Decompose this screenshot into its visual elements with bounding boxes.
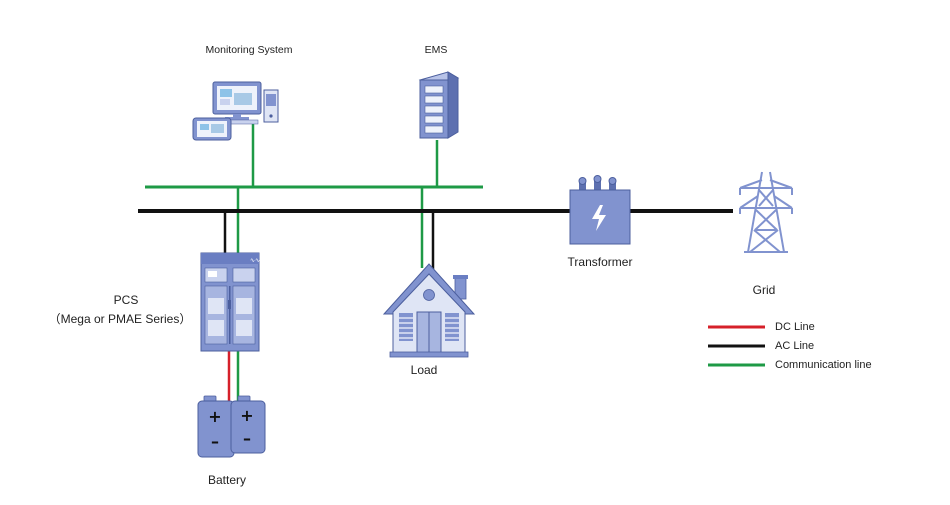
legend-dc-label: DC Line bbox=[775, 321, 815, 333]
grid-tower-icon bbox=[739, 171, 793, 253]
pcs-series-label: （Mega or PMAE Series） bbox=[49, 312, 192, 326]
grid-label: Grid bbox=[753, 283, 776, 297]
monitoring-system-icon bbox=[192, 81, 279, 141]
load-label: Load bbox=[411, 363, 438, 377]
monitoring-system-label: Monitoring System bbox=[206, 44, 293, 56]
ems-server-icon bbox=[418, 71, 460, 139]
pcs-cabinet-icon: ∿∿ bbox=[200, 252, 260, 352]
svg-text:+: + bbox=[208, 407, 221, 426]
legend-comm-label: Communication line bbox=[775, 359, 872, 371]
svg-text:–: – bbox=[211, 432, 219, 451]
transformer-icon bbox=[569, 175, 631, 245]
svg-text:∿∿: ∿∿ bbox=[250, 257, 260, 264]
battery-icon: + – + – bbox=[197, 395, 266, 458]
svg-text:–: – bbox=[243, 429, 251, 448]
battery-label: Battery bbox=[208, 473, 246, 487]
legend-ac-label: AC Line bbox=[775, 340, 814, 352]
svg-text:+: + bbox=[240, 406, 253, 425]
ems-label: EMS bbox=[425, 44, 448, 56]
pcs-label: PCS bbox=[114, 293, 139, 307]
legend: DC Line AC Line Communication line bbox=[708, 321, 872, 371]
load-house-icon bbox=[382, 263, 476, 358]
transformer-label: Transformer bbox=[568, 255, 633, 269]
